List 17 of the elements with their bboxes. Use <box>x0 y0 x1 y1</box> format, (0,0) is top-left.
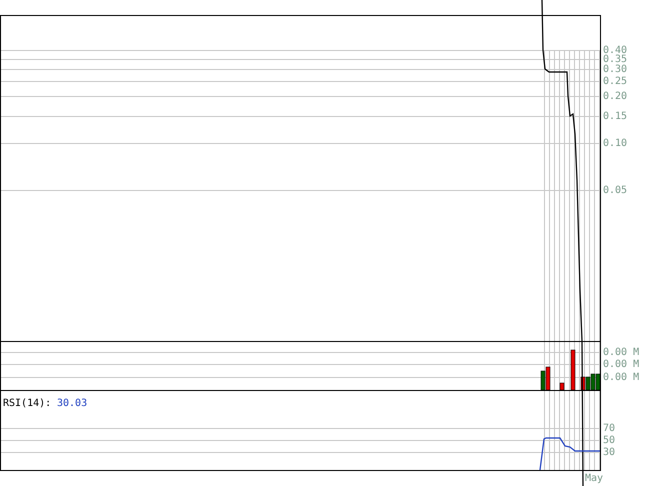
axis-tick-label: 0.10 <box>603 138 628 149</box>
axis-tick-label: 30 <box>603 447 616 458</box>
axis-tick-label: 0.40 <box>603 45 628 56</box>
axis-tick-label: 50 <box>603 435 616 446</box>
axis-tick-label: 0.05 <box>603 185 628 196</box>
axis-tick-label: 0.15 <box>603 111 628 122</box>
axis-tick-label: 0.00 M <box>603 347 640 358</box>
indicator-label: RSI(14): <box>3 398 52 409</box>
axis-tick-label: 0.35 <box>603 54 628 65</box>
axis-tick-label: 0.00 M <box>603 372 640 383</box>
axis-tick-label: 0.20 <box>603 91 628 102</box>
indicator-value: 30.03 <box>57 398 88 409</box>
axis-tick-label: 0.25 <box>603 76 628 87</box>
month-label: May <box>585 473 604 484</box>
axis-tick-label: 70 <box>603 423 616 434</box>
axis-tick-label: 0.00 M <box>603 359 640 370</box>
axis-tick-label: 0.30 <box>603 64 628 75</box>
